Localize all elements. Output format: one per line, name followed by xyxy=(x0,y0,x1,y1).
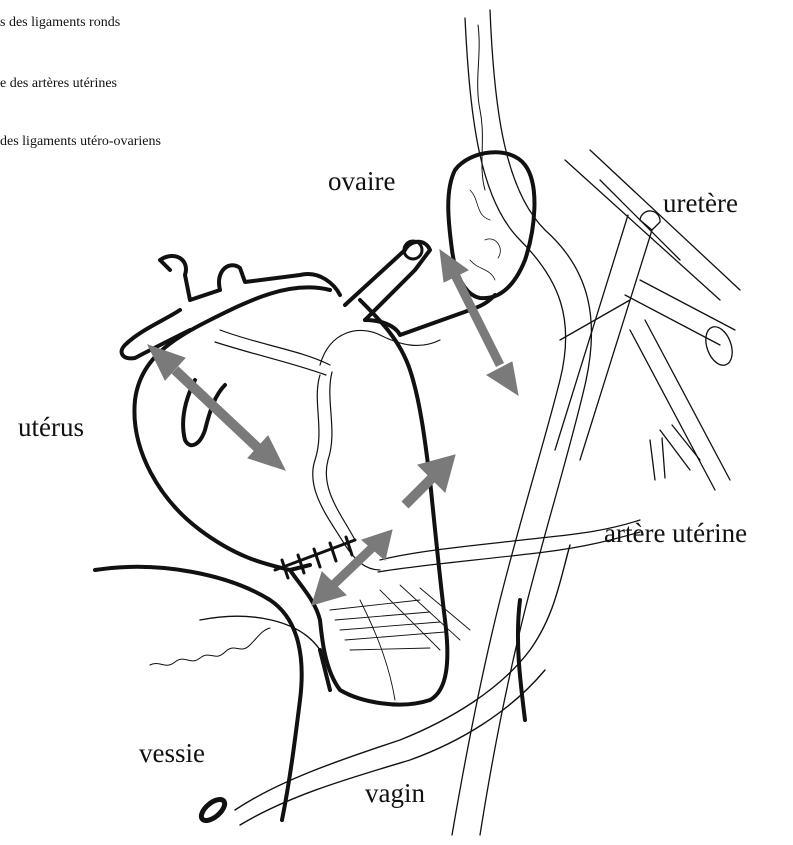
label-ureter: uretère xyxy=(663,190,738,217)
ovary-outline xyxy=(448,152,534,298)
label-ovary: ovaire xyxy=(328,168,395,195)
label-uterine-artery: artère utérine xyxy=(604,520,747,547)
ureter-tube xyxy=(452,10,592,835)
arrow-utero-ovarian xyxy=(440,250,518,395)
label-uterus: utérus xyxy=(18,414,84,441)
bladder-vagina xyxy=(95,567,525,820)
legend-item-utero-ovarian-ligaments: des ligaments utéro-ovariens xyxy=(0,134,161,150)
legend-item-uterine-arteries: e des artères utérines xyxy=(0,76,117,92)
arrow-round-ligament xyxy=(148,345,285,470)
uterus-outline xyxy=(134,287,447,704)
label-vagina: vagin xyxy=(365,780,425,807)
peritoneum-squiggle xyxy=(150,628,270,665)
bladder-nodule xyxy=(198,796,228,825)
legend-item-round-ligaments: s des ligaments ronds xyxy=(0,15,120,31)
label-bladder: vessie xyxy=(139,740,205,767)
